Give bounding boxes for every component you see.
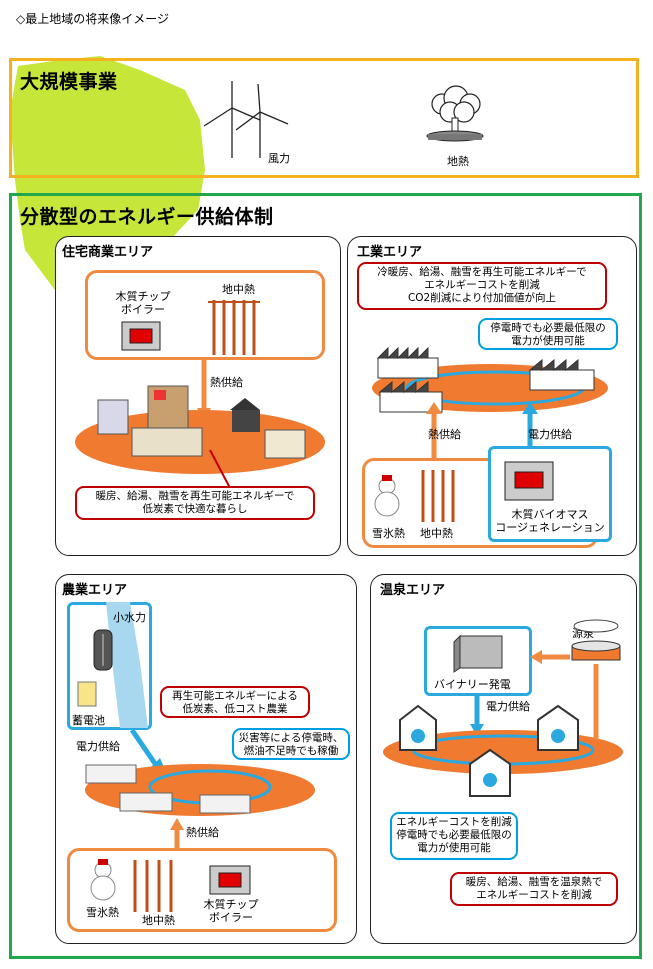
- geo-label: 地熱: [447, 155, 469, 168]
- distributed-title: 分散型のエネルギー供給体制: [20, 206, 274, 228]
- ground-heat-pipes-icon: [133, 860, 173, 912]
- hotspring-callout-red: 暖房、給湯、融雪を温泉熱で エネルギーコストを削減: [450, 872, 618, 906]
- industrial-callout-red: 冷暖房、給湯、融雪を再生可能エネルギーで エネルギーコストを削減 CO2削減によ…: [357, 262, 607, 310]
- agriculture-hydro-label: 小水力: [113, 611, 146, 624]
- binary-plant-label: バイナリー発電: [434, 678, 511, 691]
- residential-heat-supply: 熱供給: [210, 376, 243, 389]
- snowman-icon: [374, 475, 400, 517]
- boiler-icon: [209, 865, 251, 895]
- agriculture-heat-arrow: [170, 818, 184, 848]
- industrial-cogen-label: 木質バイオマス コージェネレーション: [495, 508, 605, 534]
- industrial-title: 工業エリア: [357, 245, 423, 260]
- hotspring-facilities: [383, 704, 623, 797]
- snowman-icon: [90, 859, 116, 901]
- agriculture-boiler-label: 木質チップ ボイラー: [203, 898, 259, 924]
- residential-title: 住宅商業エリア: [62, 245, 154, 260]
- hotspring-title: 温泉エリア: [380, 583, 446, 598]
- source-pipe: [593, 664, 599, 740]
- boiler-icon: [121, 321, 161, 351]
- source-to-plant-arrow: [530, 650, 570, 664]
- residential-callout: 暖房、給湯、融雪を再生可能エネルギーで 低炭素で快適な暮らし: [75, 486, 315, 520]
- residential-ground-label: 地中熱: [222, 283, 255, 296]
- hotspring-power-supply: 電力供給: [486, 700, 530, 713]
- wind-turbine-icon: [203, 81, 289, 158]
- wind-label: 風力: [268, 152, 290, 165]
- industrial-snow-label: 雪氷熱: [372, 527, 405, 540]
- large-scale-box: [9, 58, 639, 178]
- large-scale-title: 大規模事業: [20, 71, 118, 93]
- residential-boiler-label: 木質チップ ボイラー: [115, 290, 171, 316]
- cogen-icon: [504, 461, 554, 501]
- water-wheel-icon: [93, 629, 113, 671]
- distributed-box: [9, 193, 642, 959]
- agriculture-power-supply: 電力供給: [76, 740, 120, 753]
- battery-icon: [77, 681, 97, 707]
- ground-heat-pipes-icon: [421, 470, 455, 522]
- industrial-power-supply: 電力供給: [528, 428, 572, 441]
- agriculture-heat-supply: 熱供給: [186, 826, 219, 839]
- agriculture-greenhouses: [85, 764, 315, 816]
- agriculture-title: 農業エリア: [62, 583, 128, 598]
- agriculture-callout-red: 再生可能エネルギーによる 低炭素、低コスト農業: [160, 686, 310, 718]
- industrial-heat-supply: 熱供給: [428, 428, 461, 441]
- hotspring-callout-blue: エネルギーコストを削減 停電時でも必要最低限の 電力が使用可能: [390, 812, 518, 860]
- industrial-ground-label: 地中熱: [420, 527, 453, 540]
- river-shape: [106, 602, 148, 728]
- binary-plant-icon: [453, 634, 503, 673]
- residential-town: [75, 385, 325, 474]
- industrial-factories: [372, 346, 608, 413]
- agriculture-snow-label: 雪氷熱: [86, 906, 119, 919]
- geothermal-icon: [426, 85, 484, 142]
- agriculture-callout-blue: 災害等による停電時、 燃油不足時でも稼働: [232, 728, 350, 760]
- industrial-callout-blue: 停電時でも必要最低限の 電力が使用可能: [478, 318, 618, 350]
- hotspring-power-arrow: [470, 696, 484, 736]
- residential-callout-pointer: [209, 449, 231, 489]
- ground-heat-pipes-icon: [208, 300, 260, 355]
- agriculture-battery-label: 蓄電池: [72, 714, 105, 727]
- hot-spring-source-icon: [571, 619, 621, 661]
- page-title: ◇最上地域の将来像イメージ: [16, 12, 169, 26]
- agriculture-ground-label: 地中熱: [142, 914, 175, 927]
